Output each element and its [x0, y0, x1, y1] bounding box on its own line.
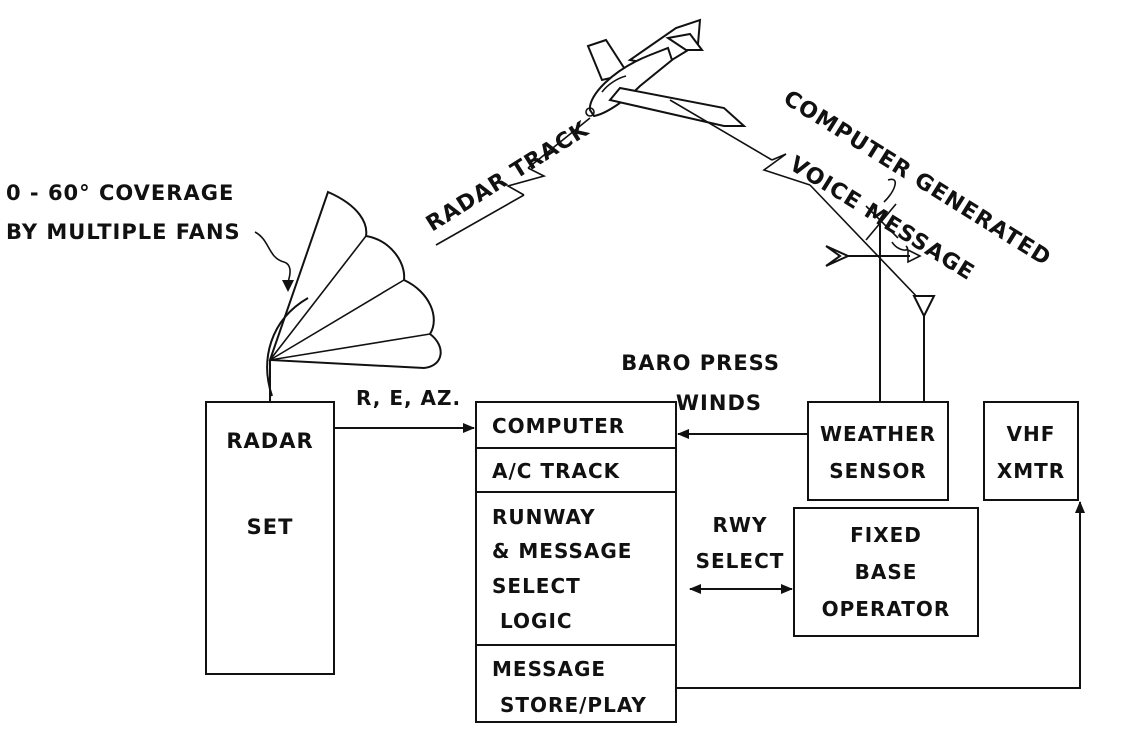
message-store-label: MESSAGE — [492, 657, 606, 681]
vhf-xmtr-label: VHF — [1007, 422, 1056, 446]
weather-sensor-label: SENSOR — [829, 459, 927, 483]
coverage-label: BY MULTIPLE FANS — [6, 220, 241, 244]
rwy-select-label: RWY — [713, 513, 768, 537]
baro-press-label: BARO PRESS — [621, 351, 780, 375]
voice-message-label: VOICE MESSAGE — [785, 152, 979, 286]
fbo-label: OPERATOR — [822, 597, 951, 621]
radar-set-box — [205, 401, 335, 675]
radar-track-link — [435, 117, 591, 246]
ac-track-label: A/C TRACK — [492, 459, 621, 483]
weather-vane-icon — [825, 178, 922, 402]
computer-box — [475, 401, 677, 723]
vhf-antenna-icon — [912, 295, 936, 402]
weather-sensor-label: WEATHER — [820, 422, 936, 446]
runway-logic-label: SELECT — [492, 574, 581, 598]
voice-message-link — [669, 99, 921, 301]
coverage-label: 0 - 60° COVERAGE — [6, 181, 234, 205]
fbo-label: FIXED — [850, 523, 922, 547]
computer-header: COMPUTER — [492, 414, 625, 438]
radar-set-label: RADAR — [226, 429, 313, 453]
radar-track-label: RADAR TRACK — [422, 117, 594, 237]
vhf-xmtr-label: XMTR — [997, 459, 1065, 483]
radar-output-label: R, E, AZ. — [356, 386, 461, 410]
fbo-box — [793, 507, 979, 637]
winds-label: WINDS — [676, 391, 762, 415]
airplane-icon — [585, 18, 747, 127]
radar-antenna-icon — [254, 190, 442, 402]
vhf-xmtr-box — [983, 401, 1079, 501]
fbo-label: BASE — [855, 560, 918, 584]
runway-logic-label: RUNWAY — [492, 505, 596, 529]
message-store-label: STORE/PLAY — [500, 693, 647, 717]
runway-logic-label: LOGIC — [500, 609, 573, 633]
radar-set-label: SET — [247, 515, 294, 539]
message-to-vhf-arrow — [676, 501, 1085, 689]
weather-sensor-box — [807, 401, 949, 501]
rwy-select-label: SELECT — [696, 549, 785, 573]
runway-logic-label: & MESSAGE — [492, 539, 632, 563]
